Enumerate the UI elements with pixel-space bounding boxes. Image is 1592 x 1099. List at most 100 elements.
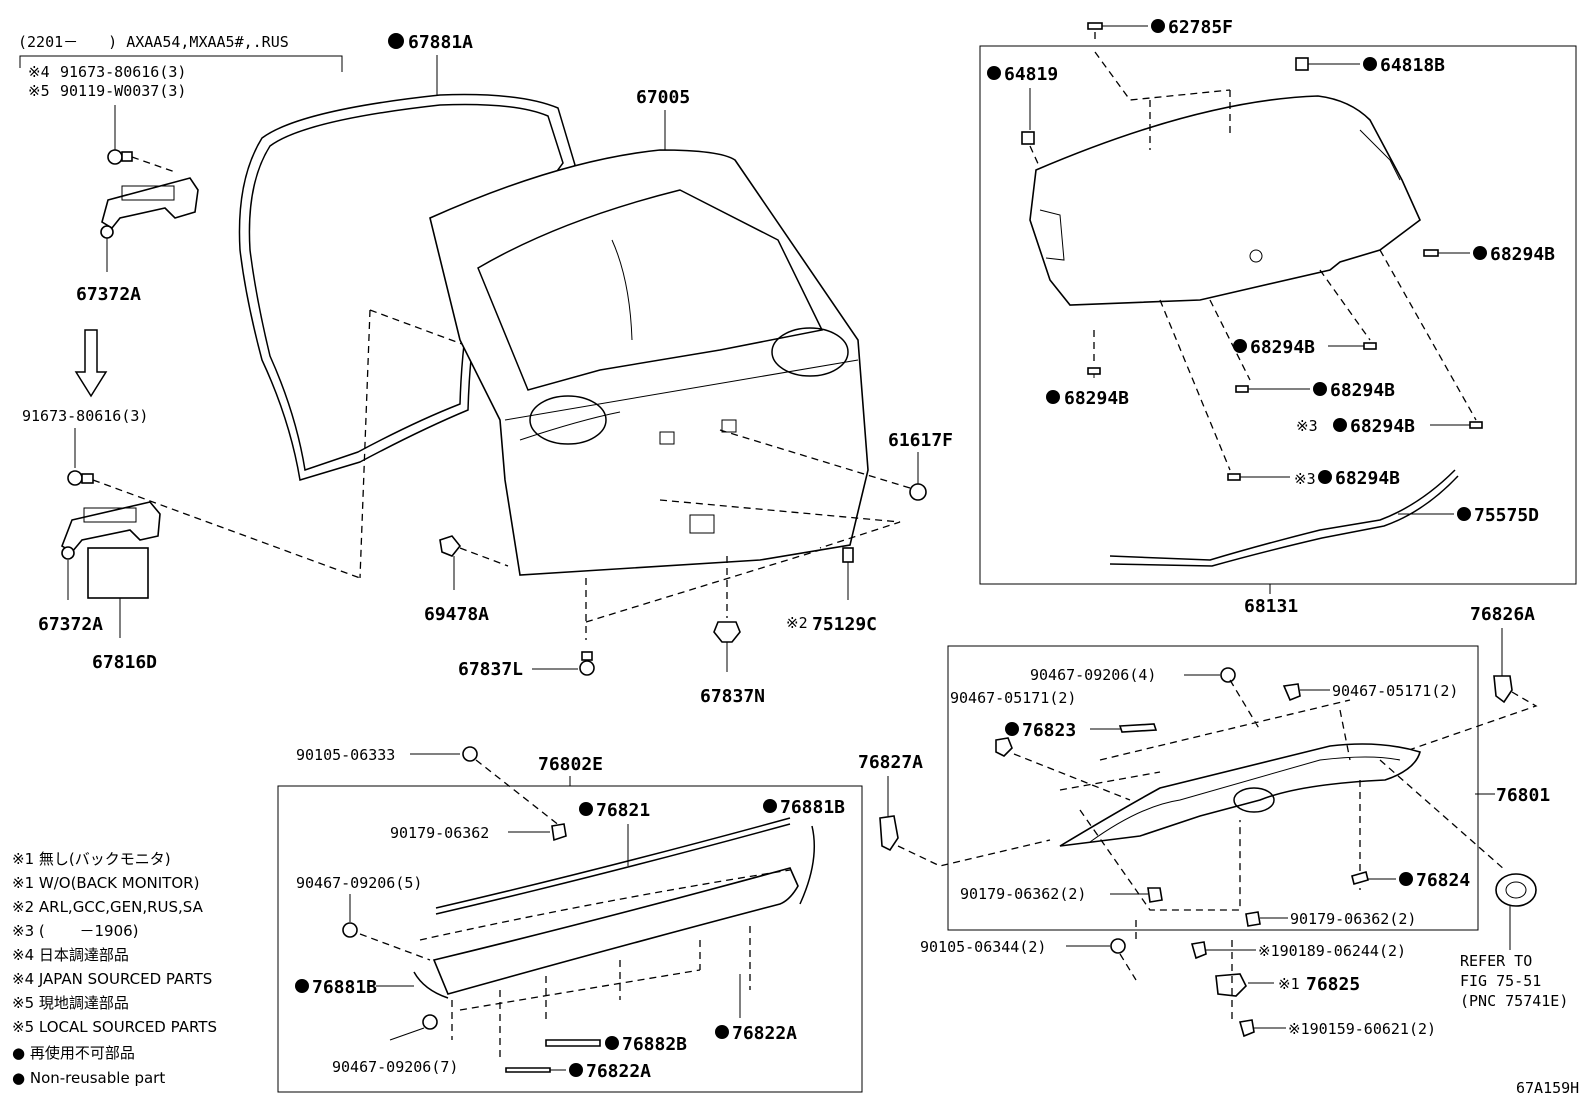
weatherstrip-part bbox=[238, 93, 576, 481]
clip-part-69478a bbox=[439, 535, 509, 567]
dash-67837l-2 bbox=[585, 549, 821, 623]
label-75129c: 75129C bbox=[812, 614, 877, 635]
header-sub2: 90119-W0037(3) bbox=[60, 82, 186, 100]
emblem-part bbox=[1495, 873, 1537, 907]
nonreusable-dot bbox=[715, 1025, 729, 1039]
nonreusable-dot bbox=[1151, 19, 1165, 33]
clip-part-90467-05171 bbox=[995, 737, 1013, 757]
dash-62785f bbox=[1094, 32, 1231, 101]
nonreusable-dot bbox=[1318, 470, 1332, 484]
bolt-part-upper bbox=[107, 105, 176, 173]
hinge-part-upper bbox=[100, 177, 199, 239]
nonreusable-dot bbox=[1457, 507, 1471, 521]
dash-lower-garnish bbox=[359, 869, 791, 1060]
label-62785f: 62785F bbox=[1168, 17, 1233, 38]
refer-line3: (PNC 75741E) bbox=[1460, 992, 1568, 1010]
bolt-part-90467-09206 bbox=[1220, 667, 1236, 683]
leader-90467-09206-7 bbox=[389, 1027, 425, 1041]
bolt-part-90105-06344 bbox=[1110, 938, 1126, 954]
bolt-part-90467-09206-5 bbox=[342, 922, 358, 938]
lower-garnish-box bbox=[277, 785, 863, 1093]
clip-part-90467-05171-b bbox=[1282, 683, 1301, 702]
screw-part-90159 bbox=[1238, 1019, 1255, 1038]
strip-part-76881b-b bbox=[413, 971, 449, 999]
label-76881b-b: 76881B bbox=[312, 977, 377, 998]
label-76821: 76821 bbox=[596, 800, 650, 821]
dash-panel-left bbox=[369, 309, 463, 345]
dash-75129c bbox=[659, 499, 901, 549]
molding-part-75575d bbox=[1109, 469, 1456, 561]
nonreusable-dot bbox=[1363, 57, 1377, 71]
strip-part-76881b-a bbox=[799, 825, 816, 905]
label-67837n: 67837N bbox=[700, 686, 765, 707]
refer-line1: REFER TO bbox=[1460, 952, 1532, 970]
label-69478a: 69478A bbox=[424, 604, 489, 625]
label-68131: 68131 bbox=[1244, 596, 1298, 617]
legend-item: ※5 LOCAL SOURCED PARTS bbox=[12, 1018, 217, 1036]
label-68294b-1: 68294B bbox=[1490, 244, 1555, 265]
nonreusable-dot bbox=[388, 33, 404, 49]
dash-garnish bbox=[1013, 679, 1506, 911]
clip-part-76827a bbox=[879, 815, 899, 852]
header-bracket bbox=[19, 55, 343, 72]
label-64819: 64819 bbox=[1004, 64, 1058, 85]
dash-90105-06333 bbox=[475, 759, 561, 827]
clip-part-76826a bbox=[1493, 675, 1513, 704]
nonreusable-dot bbox=[1005, 722, 1019, 736]
clip-part-90179-06362 bbox=[551, 823, 567, 842]
label-76826a: 76826A bbox=[1470, 604, 1535, 625]
back-door-panel bbox=[429, 149, 869, 576]
label-90467-09206-5: 90467-09206(5) bbox=[296, 874, 422, 892]
clip-part-90179-06362-b bbox=[1245, 911, 1261, 927]
label-68294b-3: 68294B bbox=[1064, 388, 1129, 409]
label-68294b-6: 68294B bbox=[1335, 468, 1400, 489]
dash-panel-left2 bbox=[359, 309, 371, 579]
refer-line2: FIG 75-51 bbox=[1460, 972, 1541, 990]
pad-part-67816d bbox=[87, 547, 149, 599]
label-61617f: 61617F bbox=[888, 430, 953, 451]
label-68294b-4: 68294B bbox=[1330, 380, 1395, 401]
strip-part-76823 bbox=[1118, 723, 1158, 733]
mark-68294b-5: ※3 bbox=[1296, 417, 1318, 435]
legend-item: ※4 JAPAN SOURCED PARTS bbox=[12, 970, 212, 988]
dash-glass-top bbox=[1149, 90, 1231, 150]
label-91673-80616: 91673-80616(3) bbox=[22, 407, 148, 425]
molding-part-75575d-edge bbox=[1109, 475, 1459, 567]
header-sub1: 91673-80616(3) bbox=[60, 63, 186, 81]
label-76801: 76801 bbox=[1496, 785, 1550, 806]
dash-76826a bbox=[1379, 691, 1538, 761]
nonreusable-dot bbox=[605, 1036, 619, 1050]
clip-part-62785f bbox=[1087, 22, 1103, 30]
label-90105-06333: 90105-06333 bbox=[296, 746, 395, 764]
label-67372a-bottom: 67372A bbox=[38, 614, 103, 635]
legend: ※1 無し(バックモニタ) ※1 W/O(BACK MONITOR) ※2 AR… bbox=[12, 850, 217, 1087]
legend-item: ※1 W/O(BACK MONITOR) bbox=[12, 874, 199, 892]
legend-item: ※1 無し(バックモニタ) bbox=[12, 850, 171, 868]
label-67816d: 67816D bbox=[92, 652, 157, 673]
legend-item: ● 再使用不可部品 bbox=[12, 1044, 135, 1062]
label-90189: ※190189-06244(2) bbox=[1258, 942, 1406, 960]
label-76822a-b: 76822A bbox=[586, 1061, 651, 1082]
label-90159: ※190159-60621(2) bbox=[1288, 1020, 1436, 1038]
label-90467-09206-7: 90467-09206(7) bbox=[332, 1058, 458, 1076]
clip-part-90189 bbox=[1190, 941, 1207, 960]
label-90467-05171-a: 90467-05171(2) bbox=[950, 689, 1076, 707]
clip-part-68294b-2 bbox=[1363, 342, 1377, 350]
bolt-part-90467-09206-7 bbox=[422, 1014, 438, 1030]
nonreusable-dot bbox=[1046, 390, 1060, 404]
label-90105-06344: 90105-06344(2) bbox=[920, 938, 1046, 956]
strip-part-76882b bbox=[545, 1039, 601, 1047]
label-64818b: 64818B bbox=[1380, 55, 1445, 76]
nonreusable-dot bbox=[579, 802, 593, 816]
legend-item: ※5 現地調達部品 bbox=[12, 994, 129, 1012]
clip-part-67837l bbox=[579, 651, 595, 676]
label-76881b-a: 76881B bbox=[780, 797, 845, 818]
nonreusable-dot bbox=[763, 799, 777, 813]
bolt-part-90105-06333 bbox=[462, 746, 478, 762]
label-67837l: 67837L bbox=[458, 659, 523, 680]
garnish-assembly-box bbox=[947, 645, 1479, 931]
strip-part-76822a bbox=[505, 1067, 551, 1073]
glass-assembly-box bbox=[979, 45, 1577, 585]
label-76882b: 76882B bbox=[622, 1034, 687, 1055]
